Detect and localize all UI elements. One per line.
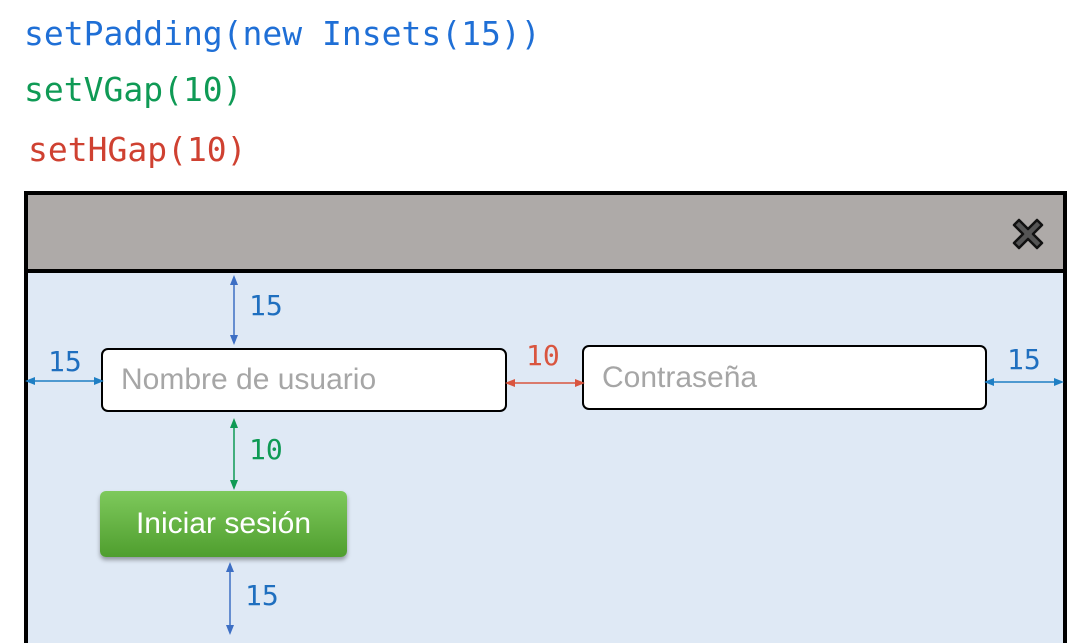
- padding-bottom-label: 15: [245, 579, 279, 612]
- hgap-label: 10: [526, 339, 560, 372]
- padding-top-label: 15: [249, 289, 283, 322]
- padding-left-label: 15: [48, 345, 82, 378]
- close-icon[interactable]: [1009, 215, 1047, 253]
- password-input[interactable]: Contraseña: [582, 345, 987, 410]
- username-placeholder: Nombre de usuario: [121, 363, 377, 396]
- password-placeholder: Contraseña: [602, 360, 758, 394]
- username-input[interactable]: Nombre de usuario: [101, 348, 507, 412]
- window: [24, 191, 1067, 643]
- vgap-label: 10: [249, 433, 283, 466]
- padding-right-label: 15: [1007, 343, 1041, 376]
- login-button[interactable]: Iniciar sesión: [100, 491, 347, 557]
- code-set-padding: setPadding(new Insets(15)): [24, 14, 541, 53]
- code-set-hgap: setHGap(10): [28, 130, 247, 169]
- title-bar: [28, 195, 1063, 273]
- code-set-vgap: setVGap(10): [24, 70, 243, 109]
